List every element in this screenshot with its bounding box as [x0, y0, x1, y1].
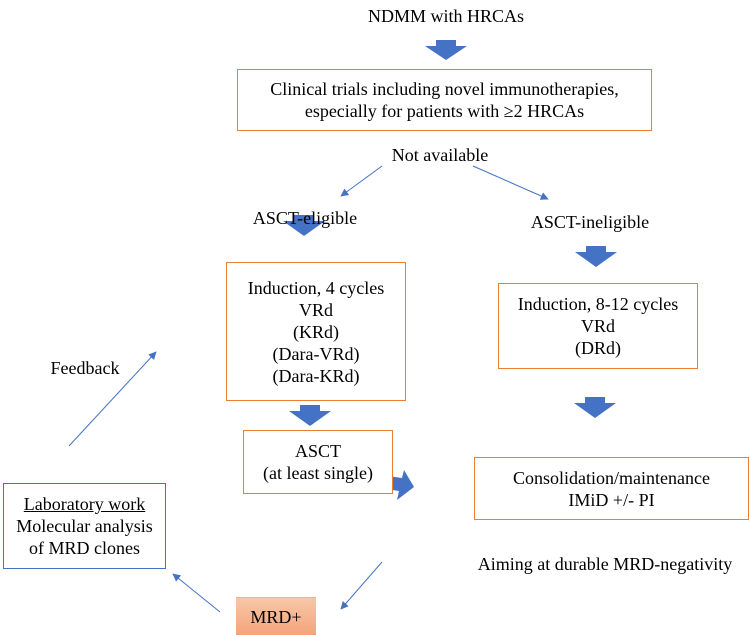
- right-arrow-asct: [386, 470, 414, 500]
- diagram-title: NDMM with HRCAs: [367, 6, 525, 26]
- feedback-arrow: [68, 351, 157, 447]
- down-arrow-title: [425, 40, 467, 60]
- asct-line-1: ASCT: [294, 441, 341, 461]
- mrd-to-lab-arrow: [172, 573, 221, 613]
- clinical-trials-line-1: Clinical trials including novel immunoth…: [270, 79, 619, 99]
- clinical-trials-line-2: especially for patients with ≥2 HRCAs: [304, 101, 585, 121]
- asct-line-2: (at least single): [263, 463, 373, 483]
- down-arrow-left-induction: [289, 405, 331, 426]
- goal-to-mrd-arrow: [340, 561, 383, 610]
- clinical-trials-box: Clinical trials including novel immunoth…: [237, 69, 652, 131]
- right-induction-line-1: Induction, 8-12 cycles: [517, 294, 679, 314]
- right-induction-box: Induction, 8-12 cycles VRd (DRd): [498, 283, 698, 369]
- right-induction-line-3: (DRd): [575, 338, 621, 358]
- asct-eligible-label: ASCT-eligible: [252, 208, 358, 228]
- feedback-label: Feedback: [50, 358, 120, 378]
- left-induction-box: Induction, 4 cycles VRd (KRd) (Dara-VRd)…: [226, 262, 406, 401]
- laboratory-work-box: Laboratory work Molecular analysis of MR…: [3, 483, 166, 569]
- branch-arrow-left: [340, 165, 383, 197]
- left-induction-line-3: (KRd): [293, 321, 339, 342]
- branch-arrow-right: [472, 165, 549, 200]
- not-available-label: Not available: [391, 145, 489, 165]
- left-induction-line-5: (Dara-KRd): [272, 365, 360, 386]
- left-induction-line-1: Induction, 4 cycles: [247, 277, 385, 298]
- goal-label: Aiming at durable MRD-negativity: [477, 554, 733, 574]
- laboratory-work-line-2: of MRD clones: [29, 538, 140, 558]
- consolidation-box: Consolidation/maintenance IMiD +/- PI: [474, 457, 749, 520]
- laboratory-work-line-1: Molecular analysis: [16, 516, 153, 536]
- left-induction-line-4: (Dara-VRd): [272, 343, 360, 364]
- asct-ineligible-label: ASCT-ineligible: [530, 212, 650, 232]
- asct-box: ASCT (at least single): [243, 430, 393, 494]
- right-induction-line-2: VRd: [580, 316, 615, 336]
- left-induction-line-2: VRd: [298, 299, 333, 320]
- consolidation-line-1: Consolidation/maintenance: [513, 467, 710, 488]
- laboratory-work-title: Laboratory work: [23, 494, 146, 514]
- consolidation-line-2: IMiD +/- PI: [568, 489, 655, 510]
- mrd-positive-box: MRD+: [236, 597, 316, 635]
- down-arrow-left-label: [283, 215, 325, 236]
- down-arrow-right-induction: [574, 397, 616, 418]
- down-arrow-right-label: [575, 246, 617, 267]
